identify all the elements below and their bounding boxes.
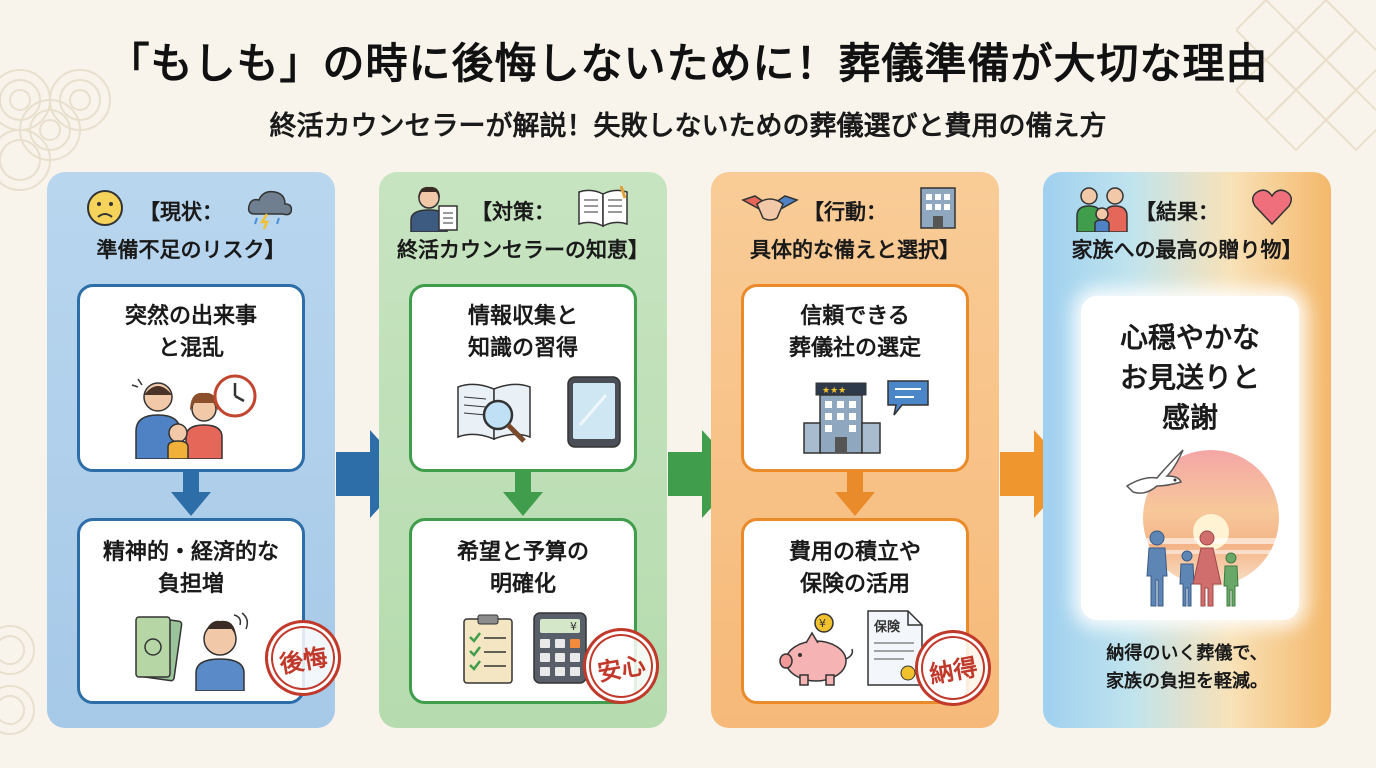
- counselor-icon: [410, 186, 458, 232]
- book-icon: [578, 186, 628, 228]
- family-icon: [1076, 187, 1128, 232]
- worried-man-icon: [195, 612, 249, 691]
- column-header: 【結果： 家族への最高の贈り物】: [1043, 182, 1331, 274]
- insurance-document-icon: 保険: [867, 610, 923, 686]
- card-text-line: 希望と予算の: [456, 540, 589, 565]
- calculator-icon: ¥: [533, 612, 587, 684]
- flow-arrow-3: [1000, 430, 1074, 518]
- heart-icon: [1252, 189, 1292, 226]
- sad-face-icon: [87, 190, 123, 226]
- down-arrow-icon: [171, 470, 211, 516]
- svg-text:★★★: ★★★: [822, 386, 846, 396]
- flow-arrow-1: [336, 430, 410, 518]
- card-text-line: 精神的・経済的な: [102, 540, 279, 565]
- page-subtitle: 終活カウンセラーが解説！失敗しないための葬儀選びと費用の備え方: [269, 111, 1107, 142]
- magnifier-book-icon: [457, 383, 531, 443]
- card-budget-clarify: 希望と予算の 明確化 ¥: [409, 518, 637, 704]
- result-note-line: 納得のいく葬儀で、: [1106, 643, 1268, 664]
- card-text-line: 負担増: [157, 572, 224, 597]
- piggy-bank-icon: ¥: [779, 613, 854, 686]
- card-text-line: 保険の活用: [799, 572, 910, 597]
- checklist-icon: [463, 614, 513, 684]
- card-text-line: と混乱: [157, 336, 224, 361]
- tablet-icon: [567, 376, 621, 448]
- down-arrow-icon: [503, 470, 543, 516]
- column-header-line1: 【行動：: [803, 200, 887, 224]
- card-text-line: 突然の出来事: [124, 304, 257, 329]
- coin-label: ¥: [819, 617, 826, 630]
- column-countermeasure: 【対策： 終活カウンセラーの知恵】 情報収集と 知識の習得: [379, 172, 667, 728]
- worried-family-icon: [131, 378, 223, 459]
- card-sudden-event: 突然の出来事 と混乱: [77, 284, 305, 472]
- column-header-line2: 具体的な備えと選択】: [750, 238, 960, 262]
- result-note: 納得のいく葬儀で、 家族の負担を軽減。: [1043, 640, 1331, 696]
- dove-icon: [1125, 449, 1184, 494]
- card-select-funeral-company: 信頼できる 葬儀社の選定 ★★★: [741, 284, 969, 472]
- flow-arrow-2: [668, 430, 742, 518]
- card-text-line: 情報収集と: [467, 304, 578, 329]
- column-header: 【行動： 具体的な備えと選択】: [711, 182, 999, 274]
- card-text-line: 知識の習得: [467, 336, 578, 361]
- column-header-line1: 【対策：: [471, 200, 555, 224]
- result-text-line: 心穏やかな: [1119, 321, 1260, 354]
- result-note-line: 家族の負担を軽減。: [1106, 671, 1268, 692]
- column-header-line1: 【現状：: [139, 200, 223, 224]
- result-text-line: 感謝: [1161, 401, 1218, 434]
- clock-icon: [213, 374, 257, 418]
- page-title: 「もしも」の時に後悔しないために！葬儀準備が大切な理由: [107, 39, 1269, 88]
- card-info-gathering: 情報収集と 知識の習得: [409, 284, 637, 472]
- result-text-line: お見送りと: [1119, 361, 1260, 394]
- column-header: 【対策： 終活カウンセラーの知恵】: [379, 182, 667, 274]
- family-silhouette-icon: [1146, 530, 1239, 607]
- building-icon: [920, 187, 956, 229]
- yen-label: ¥: [570, 620, 577, 633]
- column-header-line1: 【結果：: [1135, 200, 1219, 224]
- card-text-line: 費用の積立や: [788, 540, 921, 565]
- card-text-line: 葬儀社の選定: [788, 336, 921, 361]
- column-header-line2: 家族への最高の贈り物】: [1071, 238, 1303, 262]
- column-header-line2: 終活カウンセラーの知恵】: [397, 238, 649, 262]
- down-arrow-icon: [835, 470, 875, 516]
- card-burden-increase: 精神的・経済的な 負担増: [77, 518, 305, 704]
- column-current-state: 【現状： 準備不足のリスク】 突然の出来事 と混乱: [47, 172, 348, 728]
- column-header: 【現状： 準備不足のリスク】: [47, 182, 335, 274]
- result-card: 心穏やかな お見送りと 感謝: [1081, 296, 1299, 620]
- card-text-line: 明確化: [489, 572, 556, 597]
- column-result: 【結果： 家族への最高の贈り物】 心穏やかな お見送りと 感謝: [1043, 172, 1331, 728]
- card-text-line: 信頼できる: [800, 304, 910, 329]
- funeral-hall-icon: ★★★: [803, 382, 881, 454]
- money-icon: [135, 616, 183, 682]
- column-header-line2: 準備不足のリスク】: [96, 238, 286, 262]
- storm-cloud-icon: [247, 190, 293, 230]
- handshake-icon: [741, 195, 799, 221]
- speech-bubble-icon: [887, 380, 929, 416]
- insurance-label: 保険: [873, 619, 901, 635]
- column-action: 【行動： 具体的な備えと選択】 信頼できる 葬儀社の選定 ★★★: [711, 172, 999, 728]
